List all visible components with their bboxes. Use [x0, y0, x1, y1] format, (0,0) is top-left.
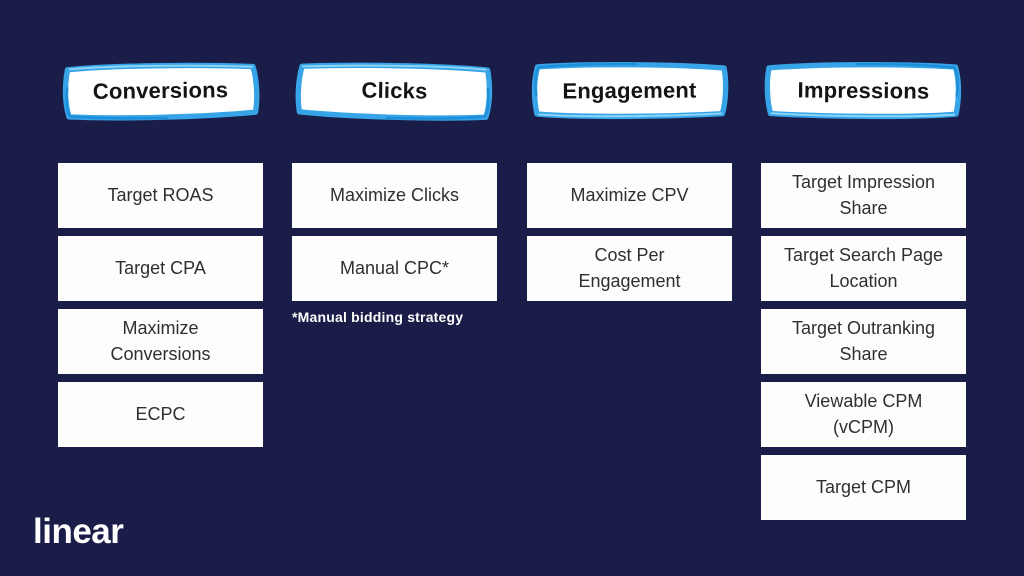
strategy-box-manual-cpc: Manual CPC*: [292, 236, 497, 301]
strategy-label: Target CPA: [115, 257, 206, 278]
strategy-label: Target Search Page Location: [783, 244, 944, 291]
manual-bidding-footnote: *Manual bidding strategy: [292, 309, 464, 325]
strategy-label: Manual CPC*: [339, 257, 450, 278]
sketch-border-icon: [295, 62, 493, 121]
strategy-box-target-impression-share: Target Impression Share: [761, 163, 966, 228]
column-header-clicks: Clicks: [291, 56, 497, 125]
strategy-label: Maximize CPV: [570, 184, 689, 205]
strategy-label: Maximize Clicks: [329, 184, 459, 205]
strategy-label: Target Impression Share: [791, 171, 936, 218]
sketch-border-icon: [531, 62, 729, 120]
strategy-label: Target CPM: [815, 476, 912, 497]
sketch-border-icon: [764, 62, 962, 120]
strategy-label: Target Outranking Share: [791, 317, 936, 364]
column-header-conversions: Conversions: [58, 57, 264, 125]
strategy-box-target-outranking-share: Target Outranking Share: [761, 309, 966, 374]
strategy-box-target-search-page-location: Target Search Page Location: [761, 236, 966, 301]
strategy-label: Maximize Conversions: [110, 317, 211, 364]
strategy-box-maximize-clicks: Maximize Clicks: [292, 163, 497, 228]
strategy-box-viewable-cpm: Viewable CPM (vCPM): [761, 382, 966, 447]
column-header-label: Clicks: [361, 77, 428, 104]
strategy-box-maximize-cpv: Maximize CPV: [527, 163, 732, 228]
strategy-box-ecpc: ECPC: [58, 382, 263, 447]
sketch-border-icon: [62, 62, 260, 121]
strategy-box-maximize-conversions: Maximize Conversions: [58, 309, 263, 374]
strategy-label: Target ROAS: [107, 184, 214, 205]
logo-linear: linear: [33, 512, 124, 551]
column-conversions: Conversions Target ROAS Target CPA Maxim…: [58, 0, 263, 576]
strategy-box-target-cpa: Target CPA: [58, 236, 263, 301]
strategy-box-target-roas: Target ROAS: [58, 163, 263, 228]
column-header-impressions: Impressions: [761, 57, 967, 125]
column-header-engagement: Engagement: [527, 57, 732, 124]
strategy-label: Viewable CPM (vCPM): [804, 390, 923, 437]
column-clicks: Clicks Maximize Clicks Manual CPC* *Manu…: [292, 0, 497, 576]
strategy-label: Cost Per Engagement: [578, 244, 681, 291]
column-engagement: Engagement Maximize CPV Cost Per Engagem…: [527, 0, 732, 576]
column-header-label: Engagement: [562, 77, 697, 104]
strategy-box-target-cpm: Target CPM: [761, 455, 966, 520]
column-impressions: Impressions Target Impression Share Targ…: [761, 0, 966, 576]
column-header-label: Impressions: [797, 77, 930, 104]
strategy-box-cost-per-engagement: Cost Per Engagement: [527, 236, 732, 301]
column-header-label: Conversions: [92, 77, 229, 104]
strategy-label: ECPC: [135, 403, 186, 424]
